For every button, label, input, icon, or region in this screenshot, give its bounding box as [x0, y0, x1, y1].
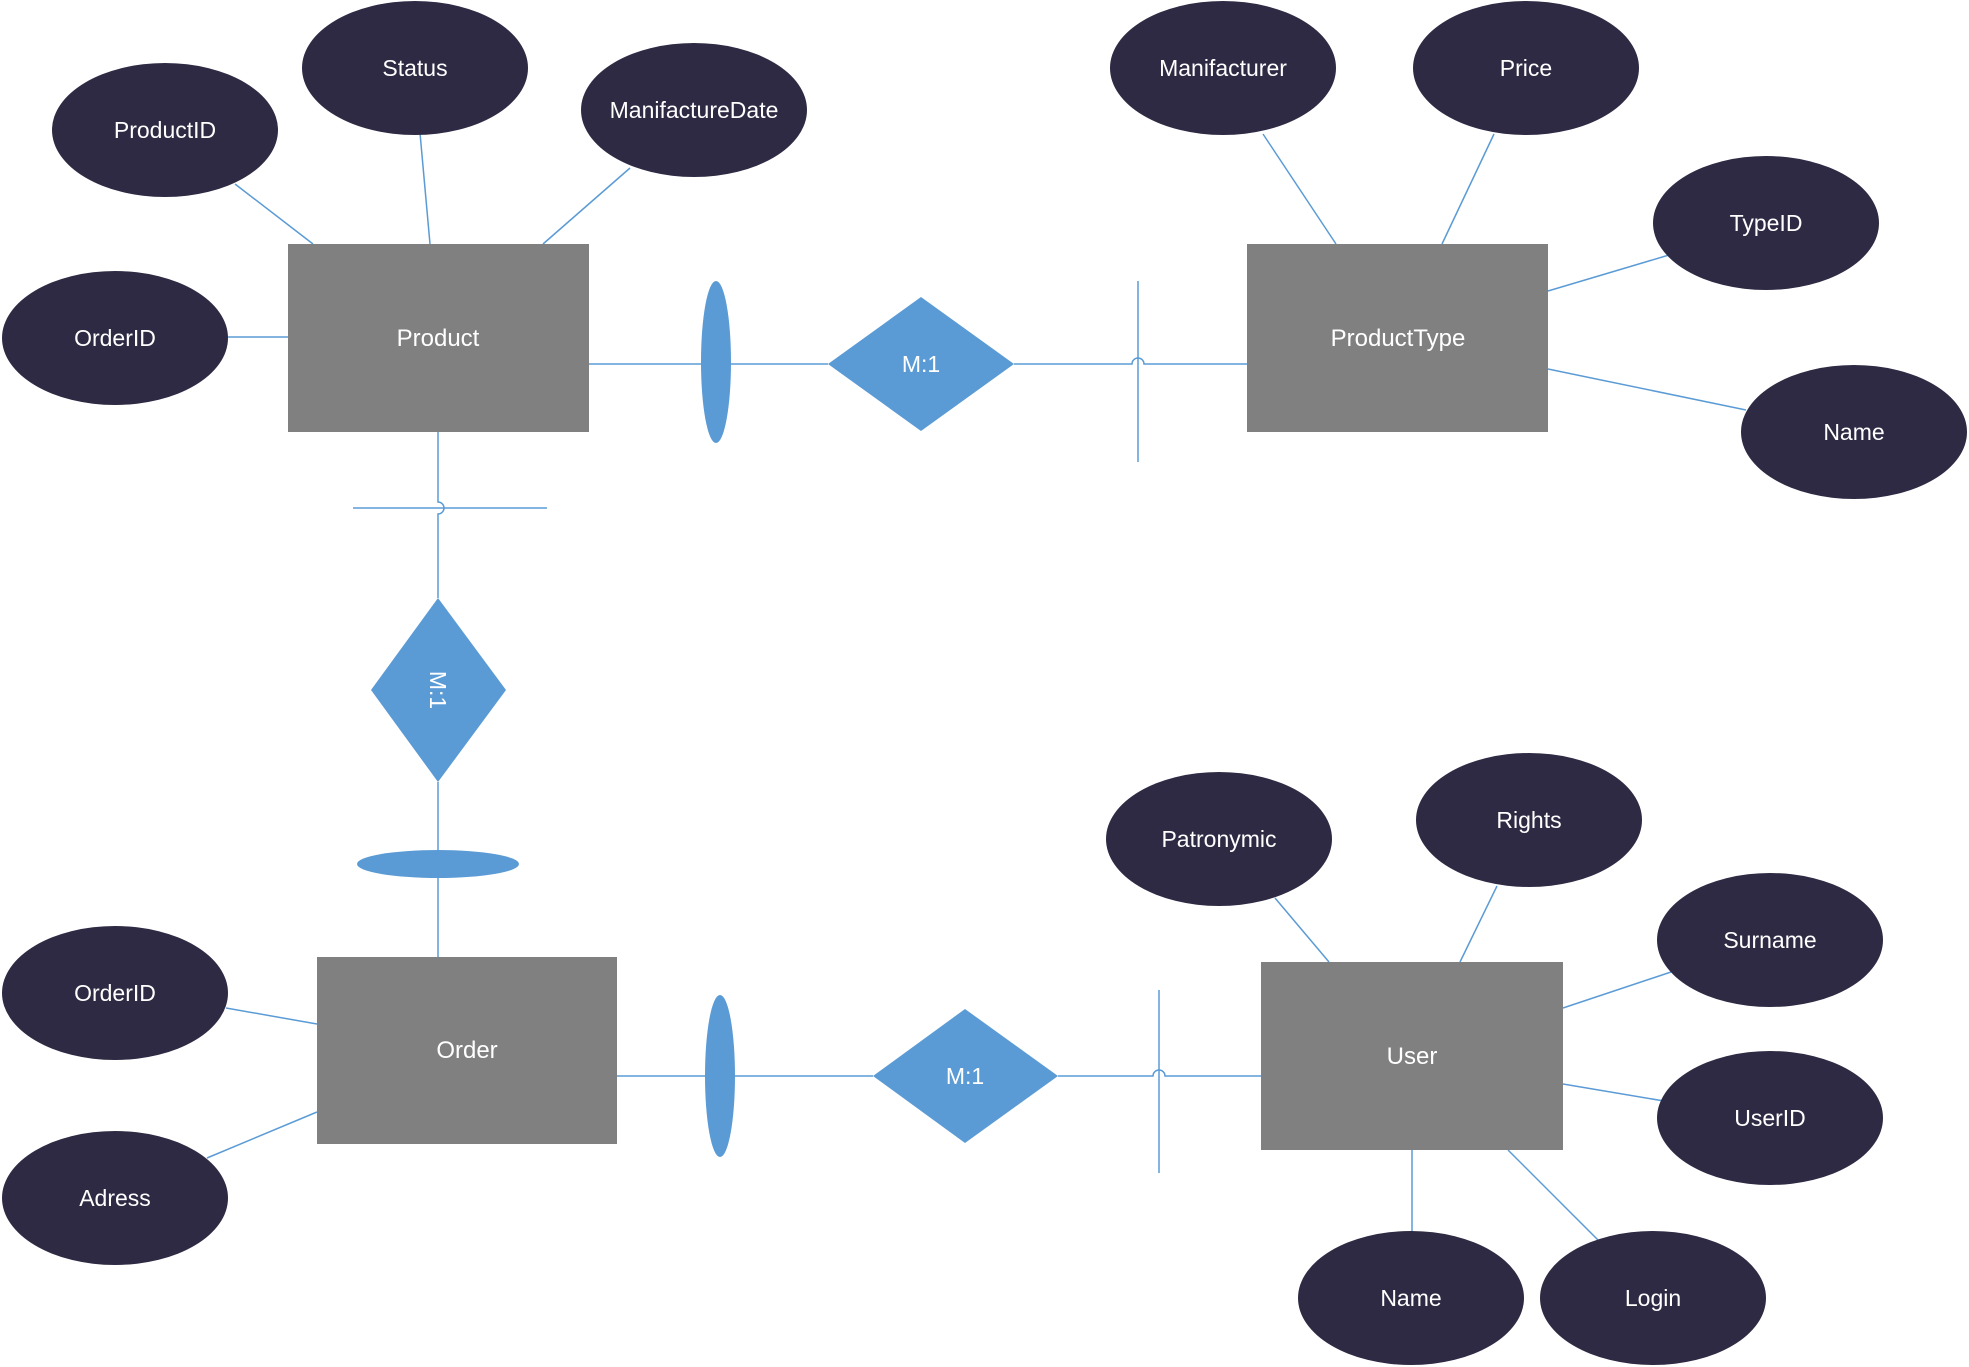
attribute-producttype-price[interactable]: Price — [1413, 1, 1639, 135]
attribute-label: Manifacturer — [1159, 55, 1287, 81]
attribute-ellipse — [52, 63, 278, 197]
relationship-label: M:1 — [946, 1063, 984, 1089]
attribute-label: Rights — [1496, 807, 1561, 833]
attribute-user-userid[interactable]: UserID — [1657, 1051, 1883, 1185]
attribute-producttype-manifacturer[interactable]: Manifacturer — [1110, 1, 1336, 135]
entity-label: Product — [397, 325, 480, 352]
attribute-ellipse — [581, 43, 807, 177]
attribute-ellipse — [1741, 365, 1967, 499]
attribute-product-productid[interactable]: ProductID — [52, 63, 278, 197]
attribute-product-orderid[interactable]: OrderID — [2, 271, 228, 405]
attribute-ellipse — [1413, 1, 1639, 135]
connector-order-adress — [206, 1111, 318, 1159]
relationship-diamond — [371, 598, 506, 782]
entity-user[interactable]: User — [1261, 962, 1563, 1150]
attribute-ellipse — [2, 271, 228, 405]
attribute-ellipse — [1416, 753, 1642, 887]
attribute-label: Login — [1625, 1285, 1681, 1311]
connector-user-patronymic — [1274, 897, 1330, 963]
attribute-ellipse — [1657, 1051, 1883, 1185]
attribute-product-manifacturedate[interactable]: ManifactureDate — [581, 43, 807, 177]
attribute-label: ManifactureDate — [610, 97, 779, 123]
attribute-user-rights[interactable]: Rights — [1416, 753, 1642, 887]
attribute-ellipse — [2, 926, 228, 1060]
entity-producttype[interactable]: ProductType — [1247, 244, 1548, 432]
attribute-product-status[interactable]: Status — [302, 1, 528, 135]
entity-box — [288, 244, 589, 432]
connector-user-surname — [1562, 971, 1672, 1009]
attribute-ellipse — [1110, 1, 1336, 135]
connector-lines — [206, 132, 1747, 1242]
connector-order-orderid — [225, 1007, 318, 1025]
connector-user-rights — [1459, 885, 1498, 963]
attribute-producttype-typeid[interactable]: TypeID — [1653, 156, 1879, 290]
attribute-label: Price — [1500, 55, 1552, 81]
attribute-ellipse — [1653, 156, 1879, 290]
connector-relationship-to-producttype — [1014, 357, 1247, 365]
relationship-label: M:1 — [902, 351, 940, 377]
connector-producttype-manifacturer — [1262, 133, 1337, 245]
connector-product-status — [419, 132, 431, 245]
attribute-label: Name — [1380, 1285, 1441, 1311]
relationship-order-user[interactable]: M:1 — [873, 1009, 1058, 1143]
entity-box — [1261, 962, 1563, 1150]
attribute-label: ProductID — [114, 117, 216, 143]
attribute-user-name[interactable]: Name — [1298, 1231, 1524, 1365]
entity-product[interactable]: Product — [288, 244, 589, 432]
entity-label: Order — [436, 1037, 497, 1064]
attribute-label: Adress — [79, 1185, 151, 1211]
relationship-product-order[interactable]: M:1 — [371, 598, 506, 782]
connector-producttype-typeid — [1547, 254, 1670, 292]
connector-producttype-price — [1441, 133, 1495, 245]
relationship-label: M:1 — [425, 671, 451, 709]
many-mark-order-rel — [357, 850, 519, 878]
connector-user-login — [1507, 1149, 1600, 1242]
attribute-producttype-name[interactable]: Name — [1741, 365, 1967, 499]
connector-product-productid — [234, 183, 314, 245]
attribute-label: OrderID — [74, 325, 156, 351]
many-mark-user-rel — [705, 995, 735, 1157]
attribute-user-login[interactable]: Login — [1540, 1231, 1766, 1365]
attribute-ellipse — [302, 1, 528, 135]
connector-user-userid — [1562, 1083, 1665, 1102]
attribute-label: OrderID — [74, 980, 156, 1006]
attribute-ellipse — [1657, 873, 1883, 1007]
attribute-order-orderid[interactable]: OrderID — [2, 926, 228, 1060]
attribute-ellipse — [1298, 1231, 1524, 1365]
attribute-label: TypeID — [1730, 210, 1803, 236]
attribute-label: UserID — [1734, 1105, 1806, 1131]
many-mark-product-type-rel — [701, 281, 731, 443]
attribute-label: Patronymic — [1161, 826, 1276, 852]
connector-product-to-relationship2 — [437, 432, 445, 598]
attribute-ellipse — [1540, 1231, 1766, 1365]
entity-label: User — [1387, 1043, 1438, 1070]
attribute-label: Name — [1823, 419, 1884, 445]
attribute-order-adress[interactable]: Adress — [2, 1131, 228, 1265]
attribute-label: Status — [382, 55, 447, 81]
attribute-label: Surname — [1723, 927, 1816, 953]
attribute-ellipse — [1106, 772, 1332, 906]
attribute-ellipse — [2, 1131, 228, 1265]
connector-product-manifacturedate — [542, 167, 631, 245]
attribute-user-patronymic[interactable]: Patronymic — [1106, 772, 1332, 906]
entity-label: ProductType — [1331, 325, 1466, 352]
entity-order[interactable]: Order — [317, 957, 617, 1144]
relationship-diamond — [873, 1009, 1058, 1143]
relationship-product-producttype[interactable]: M:1 — [828, 297, 1014, 431]
attribute-user-surname[interactable]: Surname — [1657, 873, 1883, 1007]
relationship-diamond — [828, 297, 1014, 431]
entity-box — [1247, 244, 1548, 432]
connector-producttype-name — [1547, 368, 1747, 411]
entity-box — [317, 957, 617, 1144]
